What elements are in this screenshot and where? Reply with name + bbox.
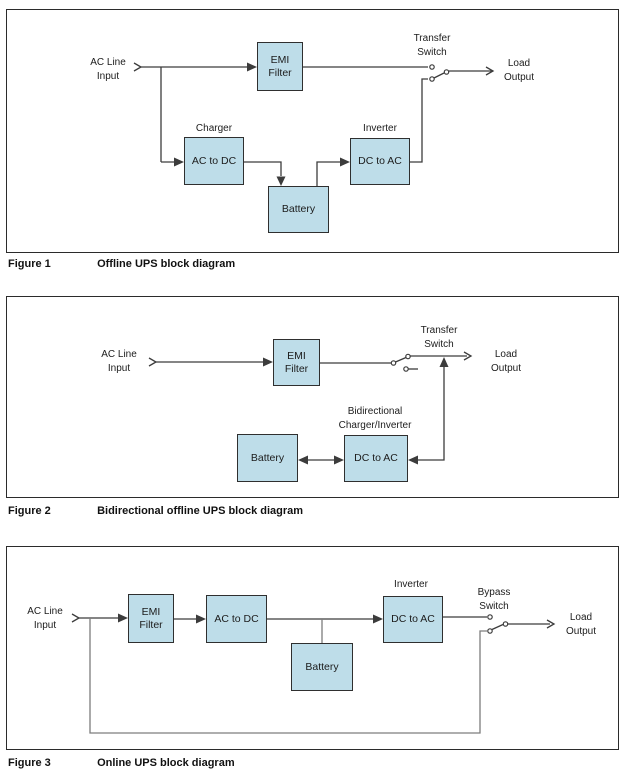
- charger-label: Charger: [195, 123, 233, 134]
- ac-line-input-label: AC Line Input: [101, 349, 137, 374]
- wire-junction-to-charger: [160, 67, 174, 163]
- switch-pole: [405, 353, 411, 360]
- figure-1-offline-ups-diagram: EMI Filter AC to DC Battery DC to AC AC …: [6, 9, 619, 253]
- figure-1-caption-title: Offline UPS block diagram: [97, 258, 236, 270]
- battery-block: Battery: [268, 186, 329, 233]
- emi-filter-label-line1: EMI: [287, 349, 306, 362]
- transfer-switch-label: Transfer Switch: [413, 33, 451, 58]
- battery-block: Battery: [291, 643, 353, 691]
- acdc-charger-block: AC to DC: [184, 137, 244, 185]
- inverter-label: Inverter: [363, 123, 397, 134]
- switch-contact-left: [390, 360, 397, 366]
- switch-contact-top: [487, 614, 493, 620]
- load-output-label: Load Output: [565, 612, 597, 637]
- acdc-block: AC to DC: [206, 595, 267, 643]
- switch-contact-bottom: [429, 76, 435, 82]
- arrowhead-into-emi: [247, 62, 257, 72]
- input-chevron-icon: [148, 357, 158, 367]
- arrowhead-into-dcac: [408, 455, 418, 465]
- emi-filter-block: EMI Filter: [273, 339, 320, 386]
- figure-3-caption-title: Online UPS block diagram: [97, 757, 235, 769]
- arrowhead-into-emi: [118, 613, 128, 623]
- arrowhead-into-acdc: [174, 157, 184, 167]
- figure-2-bidirectional-offline-ups-diagram: EMI Filter Battery DC to AC AC Line Inpu…: [6, 296, 619, 498]
- battery-block: Battery: [237, 434, 298, 482]
- figure-1-wires: [133, 62, 495, 186]
- figure-1-caption-label: Figure 1: [8, 258, 51, 270]
- input-chevron-icon: [71, 613, 81, 623]
- output-chevron-icon: [485, 66, 495, 76]
- arrowhead-up-into-output: [439, 357, 449, 367]
- emi-filter-label-line1: EMI: [270, 53, 290, 66]
- switch-blade: [395, 356, 407, 363]
- figure-3-caption-label: Figure 3: [8, 757, 51, 769]
- switch-contact-top: [429, 64, 435, 70]
- ac-line-input-label: AC Line Input: [90, 57, 126, 82]
- switch-pole: [502, 621, 509, 627]
- wire-battery-to-inverter: [316, 161, 340, 186]
- figure-3-wires: [71, 613, 556, 734]
- battery-label: Battery: [281, 203, 316, 215]
- arrowhead-into-dcac: [373, 614, 383, 624]
- switch-pole: [443, 69, 450, 75]
- ac-line-input-label: AC Line Input: [27, 606, 63, 631]
- switch-contact-open: [403, 366, 409, 372]
- arrowhead-into-emi: [263, 357, 273, 367]
- arrowhead-into-battery: [276, 176, 286, 186]
- battery-label: Battery: [305, 660, 339, 673]
- emi-filter-label-line2: Filter: [284, 362, 309, 375]
- emi-filter-block: EMI Filter: [257, 42, 303, 91]
- dcac-block: DC to AC: [344, 435, 408, 482]
- emi-filter-label-line2: Filter: [139, 618, 163, 631]
- output-chevron-icon: [546, 619, 556, 629]
- inverter-label: Inverter: [394, 579, 428, 590]
- switch-blade: [491, 623, 504, 631]
- output-chevron-icon: [463, 351, 473, 361]
- load-output-label: Load Output: [490, 349, 522, 374]
- figure-1-caption: Figure 1 Offline UPS block diagram: [8, 258, 235, 270]
- arrowhead-into-acdc: [196, 614, 206, 624]
- figure-2-caption-title: Bidirectional offline UPS block diagram: [97, 505, 304, 517]
- dcac-inverter-block: DC to AC: [350, 138, 410, 185]
- arrowhead-into-battery: [298, 455, 308, 465]
- figure-3-online-ups-diagram: EMI Filter AC to DC Battery DC to AC AC …: [6, 546, 619, 750]
- wire-dcac-to-output: [418, 366, 445, 461]
- arrowhead-into-dcac-left: [334, 455, 344, 465]
- arrowhead-into-dcac: [340, 157, 350, 167]
- dcac-label: DC to AC: [391, 613, 435, 625]
- dcac-label: DC to AC: [358, 155, 402, 167]
- dcac-inverter-block: DC to AC: [383, 596, 443, 643]
- load-output-label: Load Output: [503, 58, 535, 83]
- battery-label: Battery: [250, 451, 285, 464]
- bypass-switch-label: Bypass Switch: [477, 587, 511, 612]
- figure-2-caption: Figure 2 Bidirectional offline UPS block…: [8, 505, 303, 517]
- emi-filter-label-line2: Filter: [268, 66, 292, 79]
- emi-filter-block: EMI Filter: [128, 594, 174, 643]
- figure-3-caption: Figure 3 Online UPS block diagram: [8, 757, 235, 769]
- bidirectional-charger-inverter-label: Bidirectional Charger/Inverter: [338, 406, 412, 431]
- switch-blade: [433, 72, 445, 79]
- wire-bypass-path: [89, 618, 487, 734]
- transfer-switch-label: Transfer Switch: [420, 325, 458, 350]
- figure-2-caption-label: Figure 2: [8, 505, 51, 517]
- figure-2-wires: [148, 351, 473, 465]
- acdc-label: AC to DC: [191, 154, 237, 167]
- dcac-label: DC to AC: [354, 452, 398, 464]
- switch-contact-bottom: [487, 628, 493, 634]
- emi-filter-label-line1: EMI: [141, 605, 161, 618]
- wire-acdc-to-battery: [244, 161, 282, 176]
- input-chevron-icon: [133, 62, 143, 72]
- acdc-label: AC to DC: [214, 612, 259, 625]
- wire-dcac-to-switch: [410, 78, 428, 163]
